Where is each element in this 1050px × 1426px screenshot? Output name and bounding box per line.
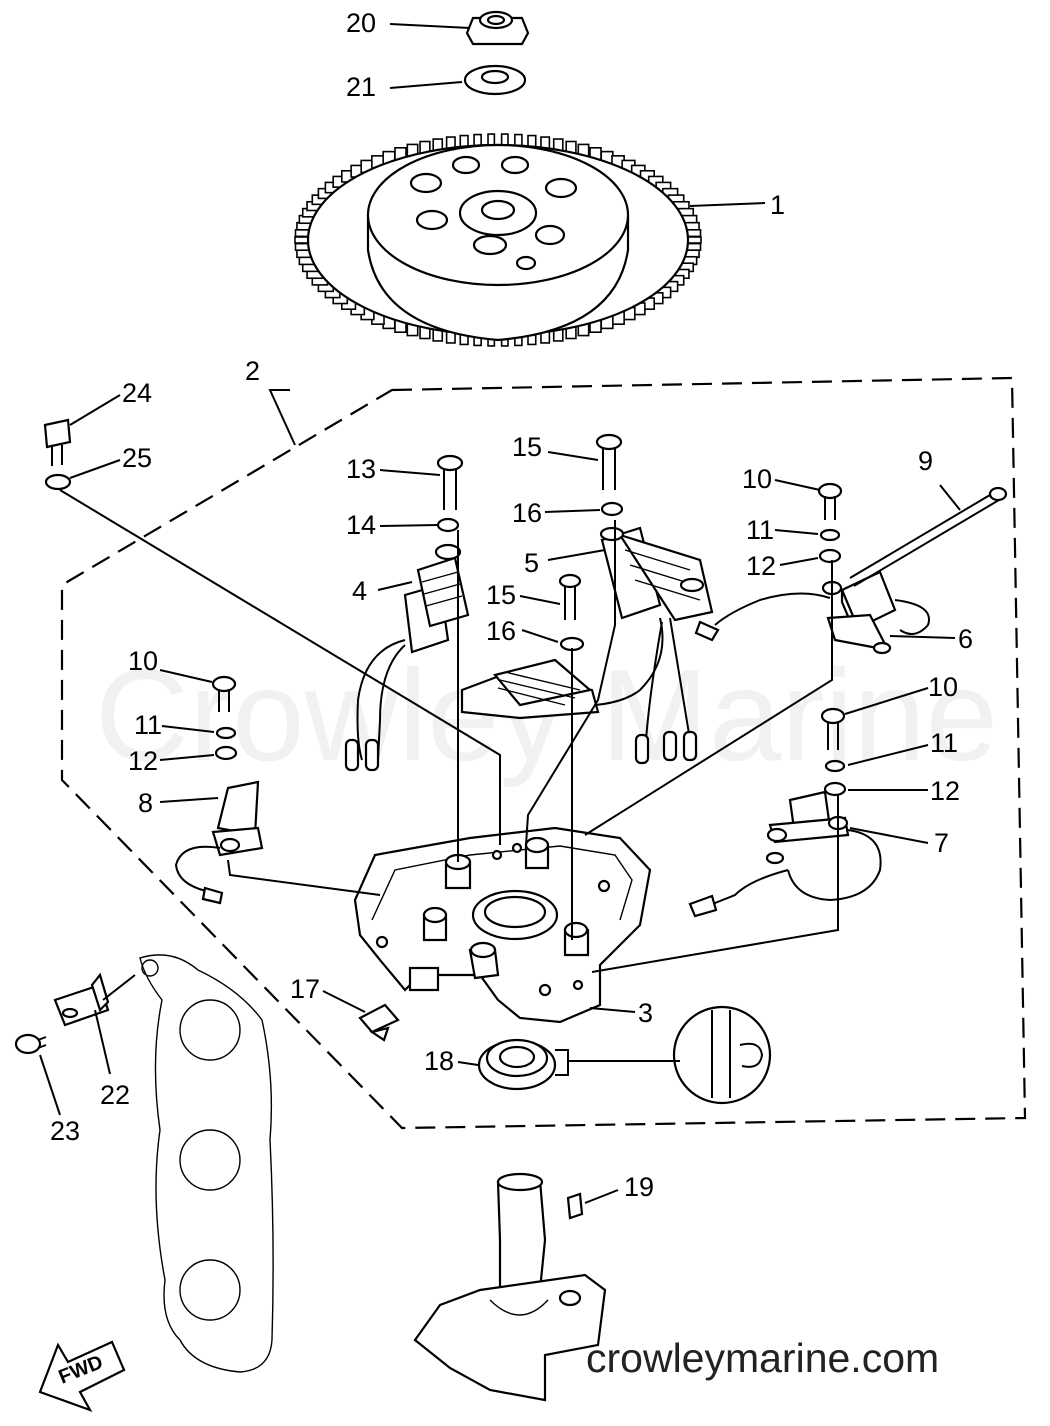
pulser-coil-upper [574, 526, 714, 765]
screw-13 [436, 454, 464, 510]
washer-16-upper [600, 501, 624, 517]
callout-24: 24 [122, 378, 152, 408]
ignition-coil-left [174, 780, 264, 905]
callout-1: 1 [770, 190, 785, 220]
screw-10-upper [817, 482, 843, 520]
crankcase-gasket [139, 954, 274, 1373]
screw-23 [14, 1033, 47, 1055]
woodruff-key [566, 1192, 584, 1220]
callout-19: 19 [624, 1172, 654, 1202]
callout-labels: 20 21 1 2 24 25 13 14 4 15 16 5 15 16 10… [50, 8, 973, 1202]
bracket-22 [53, 972, 110, 1027]
oil-seal [477, 1038, 569, 1091]
washer-11-lower [824, 759, 846, 773]
stator-assembly-outline [60, 376, 1027, 1130]
washer-12-lower [823, 781, 847, 797]
callout-13: 13 [346, 454, 376, 484]
callout-10-left: 10 [128, 646, 158, 676]
callout-23: 23 [50, 1116, 80, 1146]
washer-11-left [215, 726, 237, 740]
site-label: crowleymarine.com [586, 1335, 939, 1381]
callout-9: 9 [918, 446, 933, 476]
callout-17: 17 [290, 974, 320, 1004]
washer-14 [436, 517, 460, 533]
callout-12-lower: 12 [930, 776, 960, 806]
washer-12-left [214, 745, 238, 761]
flywheel-nut [465, 10, 530, 46]
screw-10-left [211, 675, 237, 712]
seal-detail-view [672, 1005, 772, 1105]
bolt-24 [43, 418, 72, 466]
washer-12-upper [818, 548, 842, 564]
callout-12-left: 12 [128, 746, 158, 776]
fwd-direction-arrow: FWD [38, 1340, 126, 1413]
flywheel [294, 133, 702, 347]
callout-11-lower: 11 [930, 728, 958, 758]
callout-8: 8 [138, 788, 153, 818]
magneto-base-plate [353, 826, 652, 1024]
callout-16-upper: 16 [512, 498, 542, 528]
flywheel-washer [463, 64, 527, 96]
charge-coil [344, 543, 470, 772]
lighting-coil [460, 658, 600, 720]
callout-10-upper: 10 [742, 464, 772, 494]
callout-12-upper: 12 [746, 551, 776, 581]
callout-6: 6 [958, 624, 973, 654]
screw-15-upper [595, 433, 623, 490]
screw-15-lower [558, 573, 582, 620]
callout-10-lower: 10 [928, 672, 958, 702]
callout-2: 2 [245, 356, 260, 386]
crankshaft-end [413, 1172, 607, 1402]
callout-15-lower: 15 [486, 580, 516, 610]
washer-11-upper [819, 528, 841, 542]
callout-3: 3 [638, 998, 653, 1028]
screw-10-lower [820, 707, 846, 750]
callout-14: 14 [346, 510, 376, 540]
callout-15-upper: 15 [512, 432, 542, 462]
callout-22: 22 [100, 1080, 130, 1110]
washer-25 [44, 473, 72, 491]
callout-7: 7 [934, 828, 949, 858]
callout-18: 18 [424, 1046, 454, 1076]
ignition-coil-right [688, 790, 882, 918]
callout-11-upper: 11 [746, 515, 774, 545]
leader-lines [39, 23, 961, 1204]
callout-25: 25 [122, 443, 152, 473]
callout-5: 5 [524, 548, 539, 578]
callout-4: 4 [352, 576, 367, 606]
cdi-unit [694, 570, 931, 655]
wire-clamp [358, 1003, 400, 1042]
callout-20: 20 [346, 8, 376, 38]
callout-16-lower: 16 [486, 616, 516, 646]
ground-lead-wire [849, 486, 1008, 587]
callout-11-left: 11 [134, 710, 162, 740]
callout-21: 21 [346, 72, 376, 102]
